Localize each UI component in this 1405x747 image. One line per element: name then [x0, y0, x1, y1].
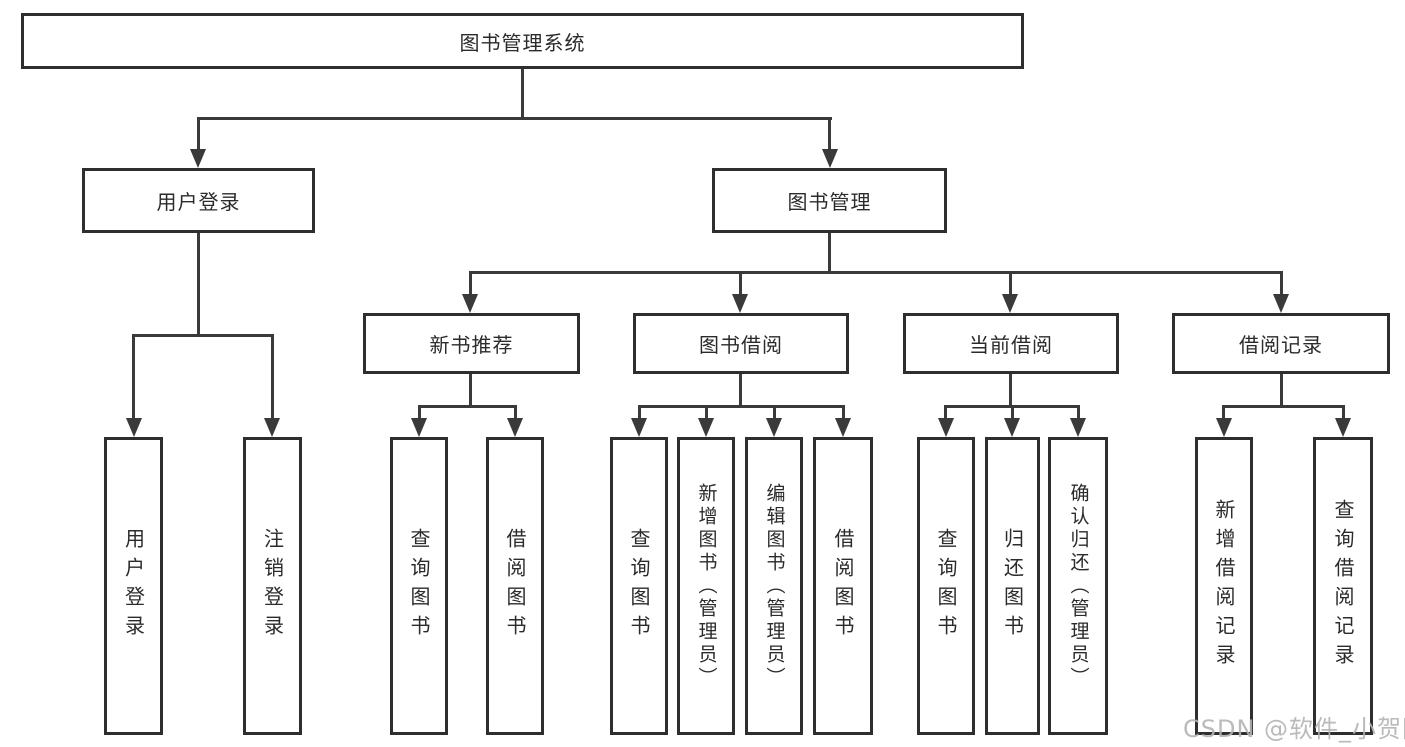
- connector-vline: [1009, 374, 1012, 408]
- arrowhead-icon: [732, 294, 748, 313]
- node-label: 借阅记录: [1239, 333, 1323, 357]
- node-label: 图书管理: [787, 190, 872, 214]
- node-label: 图书借阅: [699, 333, 783, 357]
- node-user-login-group: 用户登录: [82, 168, 315, 233]
- connector-hline: [197, 117, 832, 120]
- connector-vline: [514, 405, 517, 421]
- leaf-label: 编辑图书（管理员）: [763, 482, 786, 690]
- connector-vline: [197, 117, 200, 152]
- node-label: 用户登录: [156, 190, 241, 214]
- arrowhead-icon: [1002, 294, 1018, 313]
- leaf-add-borrow-record: 新增借阅记录: [1195, 437, 1253, 735]
- arrowhead-icon: [631, 418, 647, 437]
- connector-vline: [1280, 271, 1283, 297]
- connector-vline: [705, 405, 708, 421]
- connector-vline: [197, 233, 200, 337]
- arrowhead-icon: [822, 149, 838, 168]
- leaf-add-books-admin: 新增图书（管理员）: [677, 437, 735, 735]
- arrowhead-icon: [411, 418, 427, 437]
- node-root-label: 图书管理系统: [459, 30, 586, 55]
- leaf-return-books: 归还图书: [985, 437, 1040, 735]
- leaf-label: 借阅图书: [831, 528, 855, 644]
- leaf-label: 新增借阅记录: [1212, 499, 1236, 673]
- arrowhead-icon: [1216, 418, 1232, 437]
- connector-vline: [1011, 405, 1014, 421]
- csdn-watermark: CSDN @软件_小贺同学: [1183, 715, 1405, 743]
- connector-vline: [638, 405, 641, 421]
- leaf-logout: 注销登录: [243, 437, 302, 735]
- arrowhead-icon: [462, 294, 478, 313]
- leaf-label: 查询图书: [407, 528, 431, 644]
- node-new-book-recommend: 新书推荐: [363, 313, 580, 374]
- node-root: 图书管理系统: [21, 13, 1024, 69]
- leaf-label: 归还图书: [1000, 528, 1025, 644]
- connector-vline: [1222, 405, 1225, 421]
- leaf-borrow-books: 借阅图书: [813, 437, 873, 735]
- connector-vline: [271, 334, 274, 420]
- node-book-management: 图书管理: [712, 168, 947, 233]
- leaf-label: 确认归还（管理员）: [1067, 482, 1090, 690]
- leaf-label: 借阅图书: [503, 528, 527, 644]
- leaf-query-borrow-record: 查询借阅记录: [1313, 437, 1373, 735]
- node-borrow-records: 借阅记录: [1172, 313, 1390, 374]
- arrowhead-icon: [1004, 418, 1020, 437]
- connector-vline: [1009, 271, 1012, 297]
- connector-vline: [469, 271, 472, 297]
- arrowhead-icon: [1273, 294, 1289, 313]
- leaf-label: 注销登录: [260, 528, 285, 644]
- arrowhead-icon: [1335, 418, 1351, 437]
- connector-hline: [132, 334, 274, 337]
- connector-vline: [418, 405, 421, 421]
- leaf-borrow-books-recommend: 借阅图书: [486, 437, 544, 735]
- connector-vline: [1342, 405, 1345, 421]
- connector-vline: [828, 233, 831, 274]
- connector-hline: [638, 405, 845, 408]
- leaf-label: 查询图书: [934, 528, 958, 644]
- arrowhead-icon: [766, 418, 782, 437]
- arrowhead-icon: [190, 149, 206, 168]
- connector-vline: [1077, 405, 1080, 421]
- node-book-borrow: 图书借阅: [633, 313, 849, 374]
- node-label: 新书推荐: [429, 333, 514, 357]
- connector-vline: [773, 405, 776, 421]
- leaf-edit-books-admin: 编辑图书（管理员）: [745, 437, 803, 735]
- connector-hline: [1222, 405, 1345, 408]
- node-current-borrow: 当前借阅: [903, 313, 1119, 374]
- leaf-query-books-recommend: 查询图书: [390, 437, 448, 735]
- connector-hline: [469, 271, 1283, 274]
- arrowhead-icon: [698, 418, 714, 437]
- arrowhead-icon: [1070, 418, 1086, 437]
- connector-vline: [469, 374, 472, 408]
- connector-vline: [739, 374, 742, 408]
- connector-vline: [1280, 374, 1283, 408]
- leaf-label: 新增图书（管理员）: [695, 482, 718, 690]
- leaf-label: 查询借阅记录: [1331, 499, 1355, 673]
- connector-hline: [418, 405, 517, 408]
- connector-vline: [521, 69, 524, 119]
- arrowhead-icon: [938, 418, 954, 437]
- leaf-confirm-return-admin: 确认归还（管理员）: [1048, 437, 1108, 735]
- leaf-label: 查询图书: [627, 528, 651, 644]
- connector-vline: [828, 117, 831, 152]
- leaf-label: 用户登录: [121, 528, 146, 644]
- node-label: 当前借阅: [969, 333, 1053, 357]
- connector-vline: [739, 271, 742, 297]
- arrowhead-icon: [507, 418, 523, 437]
- connector-vline: [842, 405, 845, 421]
- arrowhead-icon: [126, 418, 142, 437]
- leaf-user-login: 用户登录: [104, 437, 163, 735]
- connector-vline: [132, 334, 135, 420]
- leaf-query-books-current: 查询图书: [917, 437, 975, 735]
- arrowhead-icon: [835, 418, 851, 437]
- connector-vline: [944, 405, 947, 421]
- arrowhead-icon: [264, 418, 280, 437]
- leaf-query-books-borrow: 查询图书: [610, 437, 668, 735]
